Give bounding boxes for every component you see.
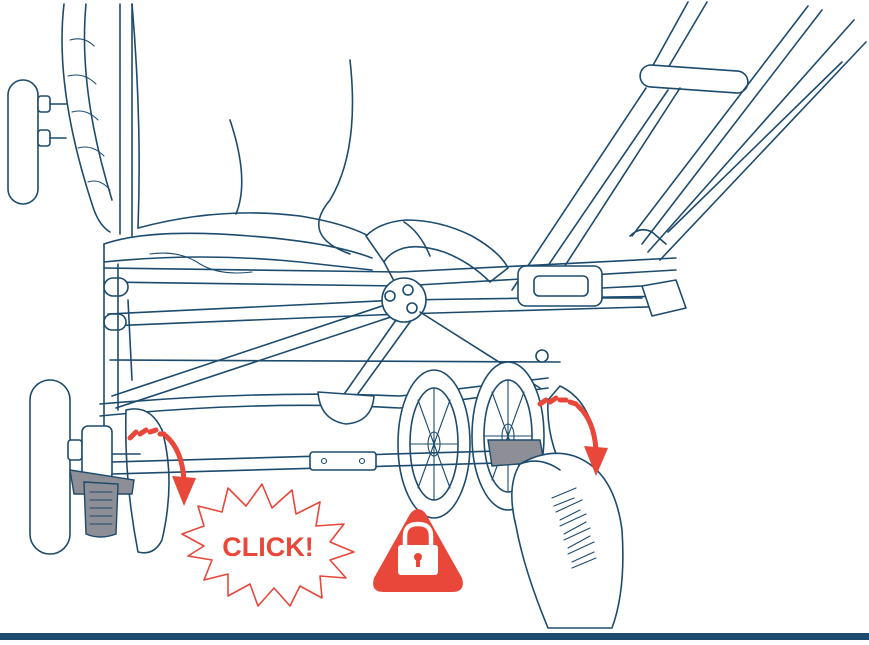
left-brake-pedal [69, 469, 135, 538]
shoe [511, 452, 624, 629]
click-label: CLICK! [222, 532, 313, 562]
seat-fabric [103, 3, 381, 274]
left-rear-wheel [29, 379, 170, 555]
brake-bar [111, 449, 535, 475]
right-rotation-arrow [537, 395, 608, 476]
handlebar [511, 1, 867, 293]
bottom-rule [0, 633, 869, 640]
left-rotation-arrow [127, 427, 196, 506]
click-burst: CLICK! [181, 483, 355, 607]
padlock-icon [373, 509, 463, 592]
front-left-wheel [7, 3, 133, 237]
